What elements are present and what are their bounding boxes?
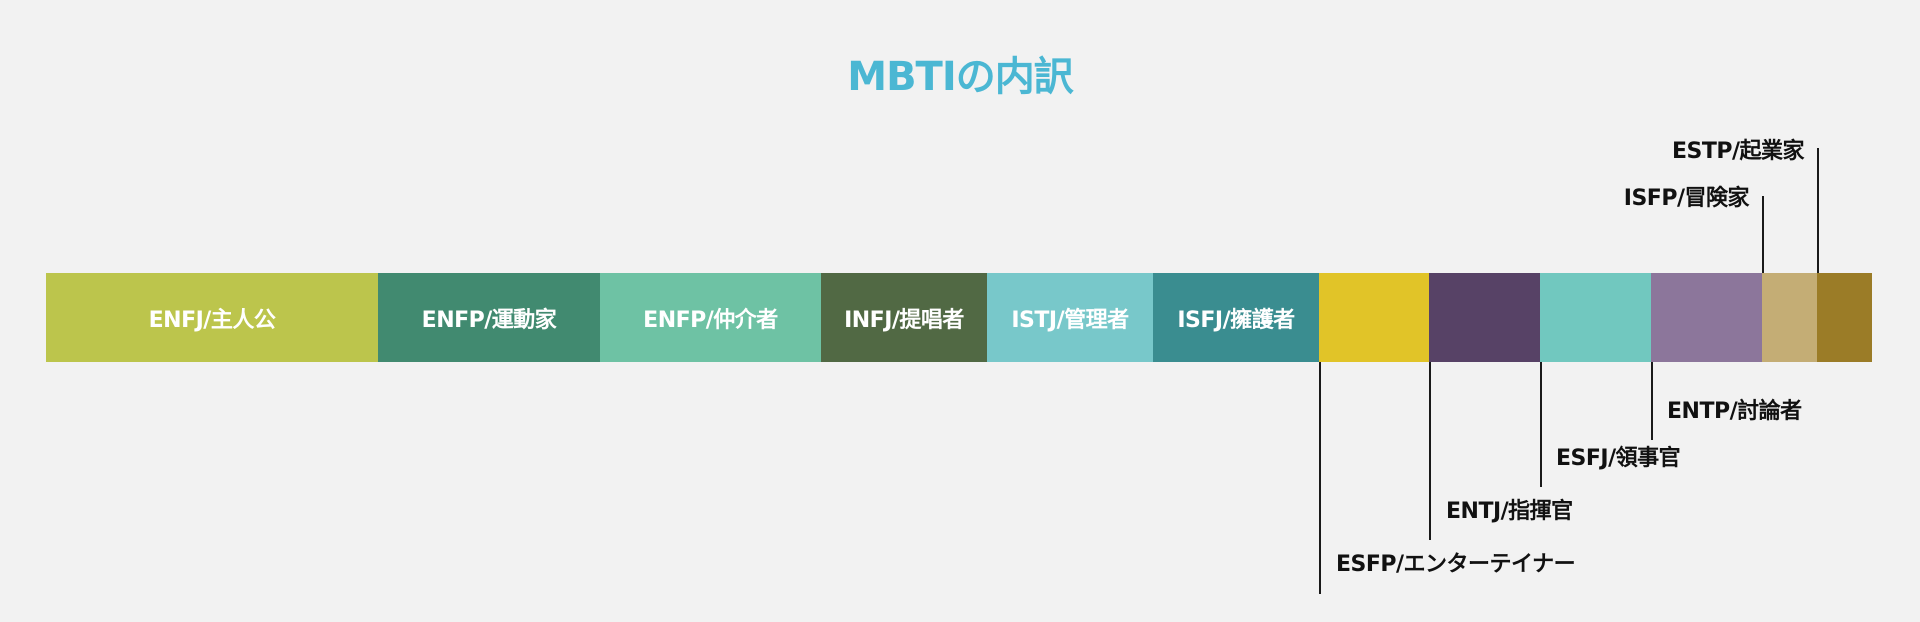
bar-segment <box>1319 273 1429 362</box>
leader-line <box>1817 148 1819 273</box>
external-label: ESTP/起業家 <box>1671 139 1805 164</box>
leader-line <box>1540 362 1542 487</box>
leader-line <box>1319 362 1321 594</box>
leader-line <box>1762 196 1764 273</box>
segment-label: ENFP/運動家 <box>421 307 557 333</box>
bar-segment <box>1540 273 1651 362</box>
bar-segment: ISFJ/擁護者 <box>1153 273 1319 362</box>
segment-label: ENFJ/主人公 <box>148 307 276 333</box>
external-label: ENTJ/指揮官 <box>1446 499 1573 524</box>
segment-label: ENFP/仲介者 <box>643 307 778 333</box>
segment-label: INFJ/提唱者 <box>844 307 964 333</box>
bar-segment: INFJ/提唱者 <box>821 273 987 362</box>
bar-segment <box>1762 273 1817 362</box>
bar-segment <box>1429 273 1540 362</box>
external-label: ESFJ/領事官 <box>1556 446 1681 471</box>
external-label: ISFP/冒険家 <box>1623 186 1750 211</box>
external-label: ENTP/討論者 <box>1667 399 1802 424</box>
chart-title: MBTIの内訳 <box>847 54 1073 100</box>
bar-segment: ENFP/運動家 <box>378 273 600 362</box>
stacked-bar: ENFJ/主人公 ENFP/運動家 ENFP/仲介者 INFJ/提唱者 ISTJ/管理者… <box>46 273 1873 362</box>
bar-segment: ISTJ/管理者 <box>987 273 1153 362</box>
leader-line <box>1651 362 1653 440</box>
bar-segment: ENFJ/主人公 <box>46 273 378 362</box>
leader-line <box>1429 362 1431 540</box>
external-label: ESFP/エンターテイナー <box>1336 552 1576 577</box>
bar-segment <box>1817 273 1872 362</box>
segment-label: ISFJ/擁護者 <box>1177 307 1295 333</box>
segment-label: ISTJ/管理者 <box>1011 307 1129 333</box>
bar-segment: ENFP/仲介者 <box>600 273 821 362</box>
bar-segment <box>1651 273 1762 362</box>
